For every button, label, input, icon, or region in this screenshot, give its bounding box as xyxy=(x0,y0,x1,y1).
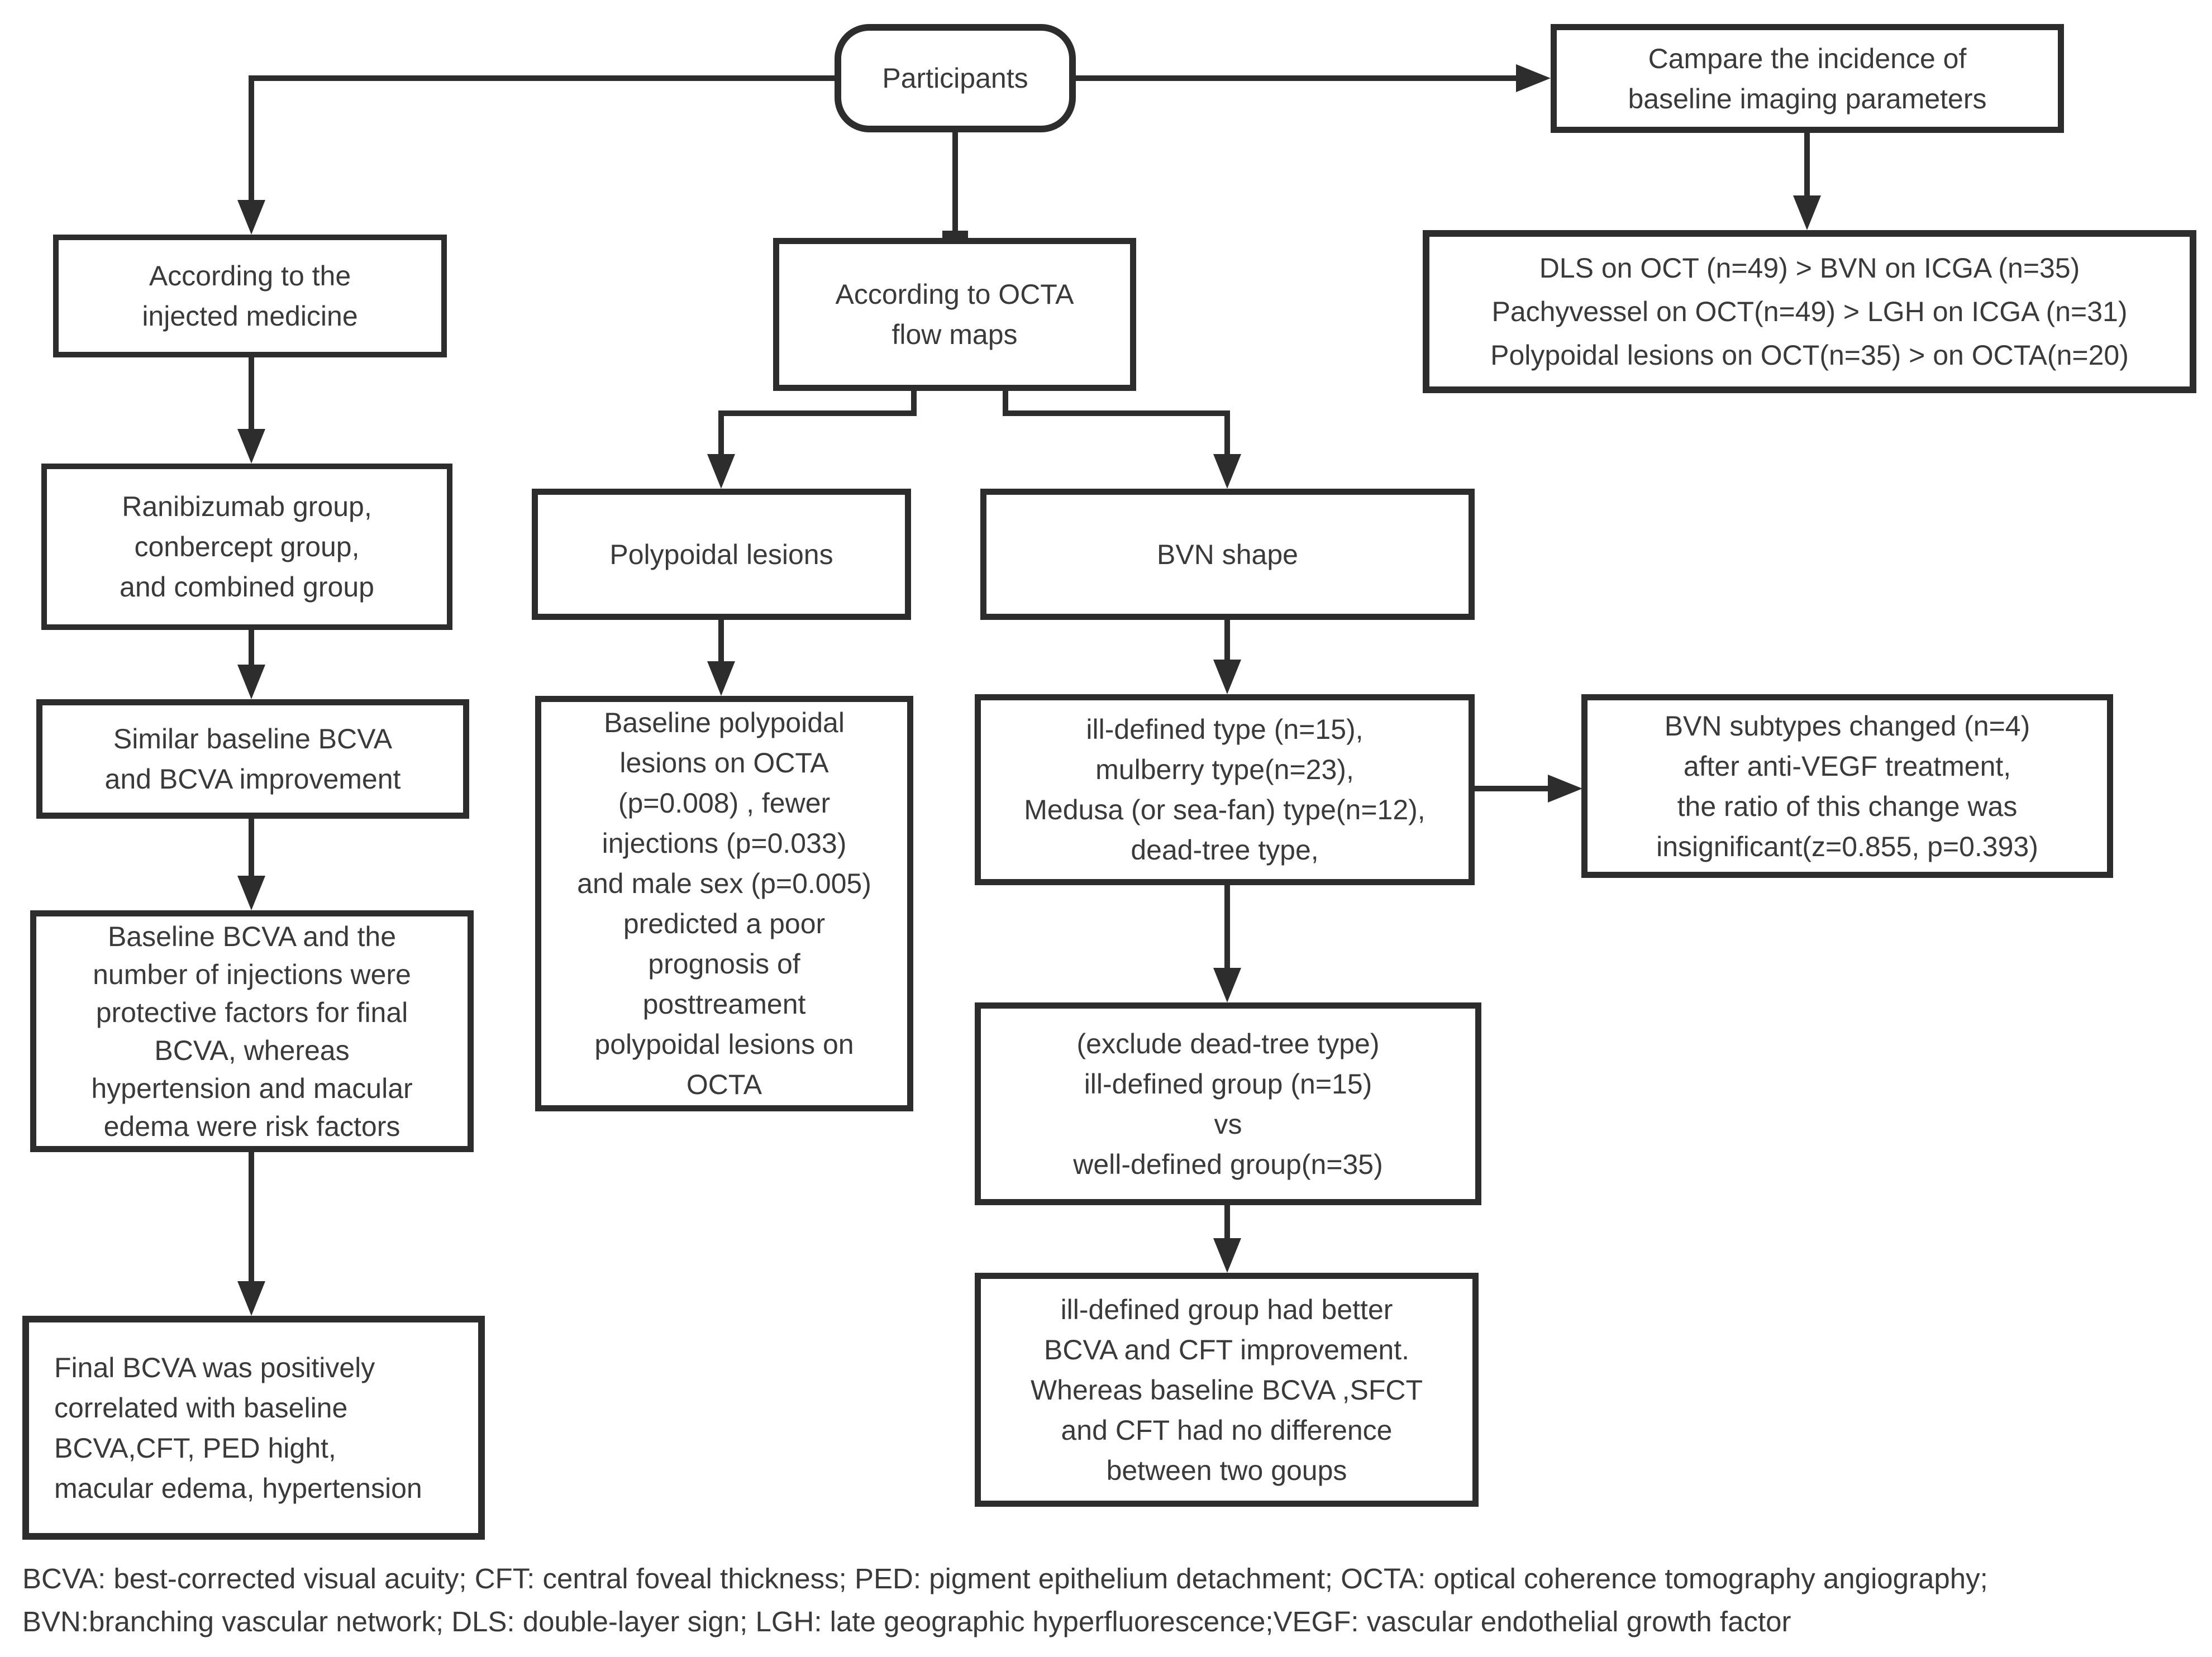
group-outcome-node: ill-defined group had better BCVA and CF… xyxy=(975,1273,1479,1507)
connector-group-comparison-to-outcome xyxy=(1213,1205,1241,1273)
group-comparison-node: (exclude dead-tree type) ill-defined gro… xyxy=(975,1002,1481,1205)
group-outcome-label: ill-defined group had better BCVA and CF… xyxy=(1030,1293,1423,1486)
bvn-subtypes-change-node: BVN subtypes changed (n=4) after anti-VE… xyxy=(1581,694,2113,878)
polypoidal-prognosis-label: Baseline polypoidal lesions on OCTA (p=0… xyxy=(577,707,871,1100)
imaging-incidence-node: DLS on OCT (n=49) > BVN on ICGA (n=35) P… xyxy=(1423,230,2196,393)
connector-protective-risk-to-final-bcva xyxy=(237,1152,265,1316)
polypoidal-prognosis-node: Baseline polypoidal lesions on OCTA (p=0… xyxy=(535,696,913,1111)
connector-participants-to-compare-incidence xyxy=(1076,64,1551,92)
bvn-shape-label: BVN shape xyxy=(1157,538,1298,570)
polypoidal-lesions-node: Polypoidal lesions xyxy=(532,489,911,620)
group-comparison-label: (exclude dead-tree type) ill-defined gro… xyxy=(1073,1028,1383,1180)
injected-medicine-node: According to the injected medicine xyxy=(53,235,447,357)
footer-abbreviations: BCVA: best-corrected visual acuity; CFT:… xyxy=(22,1563,1988,1637)
treatment-groups-label: Ranibizumab group, conbercept group, and… xyxy=(120,491,374,603)
compare-incidence-label: Campare the incidence of baseline imagin… xyxy=(1628,42,1987,114)
polypoidal-lesions-label: Polypoidal lesions xyxy=(609,538,833,570)
bvn-subtypes-change-label: BVN subtypes changed (n=4) after anti-VE… xyxy=(1656,710,2038,862)
connector-octa-to-polypoidal-lesions xyxy=(707,391,917,489)
connector-treatment-groups-to-similar-bcva xyxy=(237,630,265,699)
imaging-incidence-label: DLS on OCT (n=49) > BVN on ICGA (n=35) P… xyxy=(1490,252,2129,371)
octa-flow-maps-node: According to OCTA flow maps xyxy=(773,238,1136,391)
injected-medicine-label: According to the injected medicine xyxy=(142,260,358,332)
bvn-types-label: ill-defined type (n=15), mulberry type(n… xyxy=(1024,714,1426,866)
connector-participants-to-octa-flow-maps xyxy=(942,132,968,238)
protective-risk-factors-node: Baseline BCVA and the number of injectio… xyxy=(30,910,474,1152)
compare-incidence-node: Campare the incidence of baseline imagin… xyxy=(1551,24,2064,133)
connector-bvn-shape-to-bvn-types xyxy=(1213,620,1241,694)
connector-polypoidal-to-prognosis xyxy=(707,620,735,696)
treatment-groups-node: Ranibizumab group, conbercept group, and… xyxy=(41,464,452,630)
final-bcva-correlation-label: Final BCVA was positively correlated wit… xyxy=(54,1352,422,1504)
participants-label: Participants xyxy=(882,63,1028,94)
octa-flow-maps-label: According to OCTA flow maps xyxy=(835,279,1074,350)
protective-risk-factors-label: Baseline BCVA and the number of injectio… xyxy=(91,920,413,1142)
connector-participants-to-injected-medicine xyxy=(237,75,835,235)
bvn-shape-node: BVN shape xyxy=(980,489,1475,620)
connector-injected-medicine-to-treatment-groups xyxy=(237,357,265,464)
connector-similar-bcva-to-protective-risk xyxy=(237,819,265,910)
bvn-types-node: ill-defined type (n=15), mulberry type(n… xyxy=(975,694,1475,885)
connector-bvn-types-to-subtypes-change xyxy=(1475,775,1582,803)
similar-bcva-node: Similar baseline BCVA and BCVA improveme… xyxy=(36,699,469,819)
participants-node: Participants xyxy=(835,24,1076,132)
connector-bvn-types-to-group-comparison xyxy=(1213,885,1241,1002)
connector-octa-to-bvn-shape xyxy=(1003,391,1241,489)
final-bcva-correlation-node: Final BCVA was positively correlated wit… xyxy=(22,1316,485,1540)
similar-bcva-label: Similar baseline BCVA and BCVA improveme… xyxy=(104,723,401,795)
connector-compare-to-imaging-incidence xyxy=(1793,133,1821,230)
